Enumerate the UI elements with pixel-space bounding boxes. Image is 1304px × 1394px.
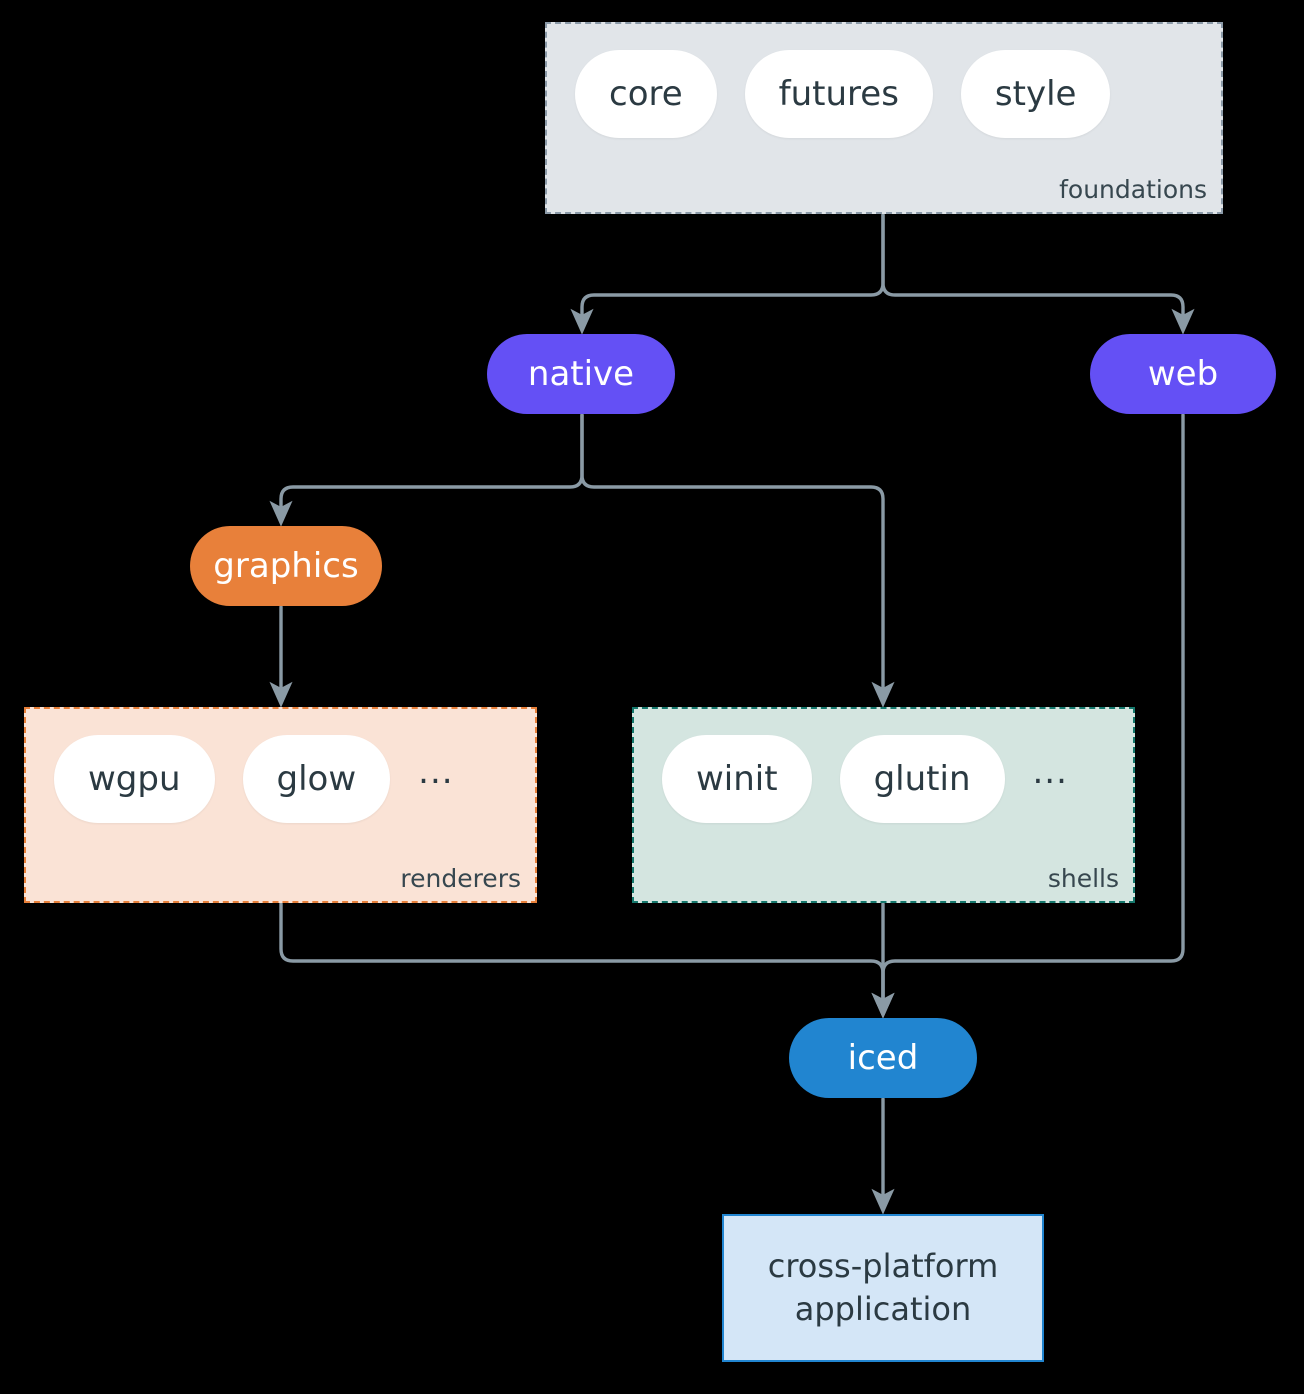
shells-ellipsis: ...	[1032, 752, 1068, 792]
pill-glow[interactable]: glow	[242, 735, 391, 823]
edge-native-to-shells	[580, 413, 895, 708]
foundations-items: core futures style	[547, 50, 1111, 138]
renderers-items: wgpu glow ...	[26, 735, 454, 823]
node-iced[interactable]: iced	[789, 1018, 977, 1098]
pill-wgpu[interactable]: wgpu	[54, 735, 215, 823]
group-label-renderers: renderers	[400, 864, 521, 893]
group-foundations: core futures style foundations	[545, 22, 1223, 214]
node-web[interactable]: web	[1090, 334, 1276, 414]
node-cross-platform-application[interactable]: cross-platform application	[722, 1214, 1044, 1362]
group-label-shells: shells	[1047, 864, 1119, 893]
pill-core[interactable]: core	[575, 50, 717, 138]
group-label-foundations: foundations	[1059, 175, 1207, 204]
edge-foundations-to-native	[570, 213, 885, 335]
pill-futures[interactable]: futures	[744, 50, 933, 138]
group-shells: winit glutin ... shells	[632, 707, 1135, 903]
renderers-ellipsis: ...	[418, 752, 454, 792]
pill-glutin[interactable]: glutin	[839, 735, 1005, 823]
shells-items: winit glutin ...	[634, 735, 1068, 823]
edge-foundations-to-web	[881, 213, 1195, 335]
pill-winit[interactable]: winit	[662, 735, 812, 823]
node-graphics[interactable]: graphics	[190, 526, 382, 606]
group-renderers: wgpu glow ... renderers	[24, 707, 537, 903]
node-native[interactable]: native	[487, 334, 675, 414]
edge-renderers-to-iced	[279, 902, 895, 1019]
application-line-2: application	[794, 1290, 972, 1328]
pill-style[interactable]: style	[960, 50, 1111, 138]
application-line-1: cross-platform	[767, 1246, 999, 1285]
edge-native-to-graphics	[269, 413, 584, 527]
